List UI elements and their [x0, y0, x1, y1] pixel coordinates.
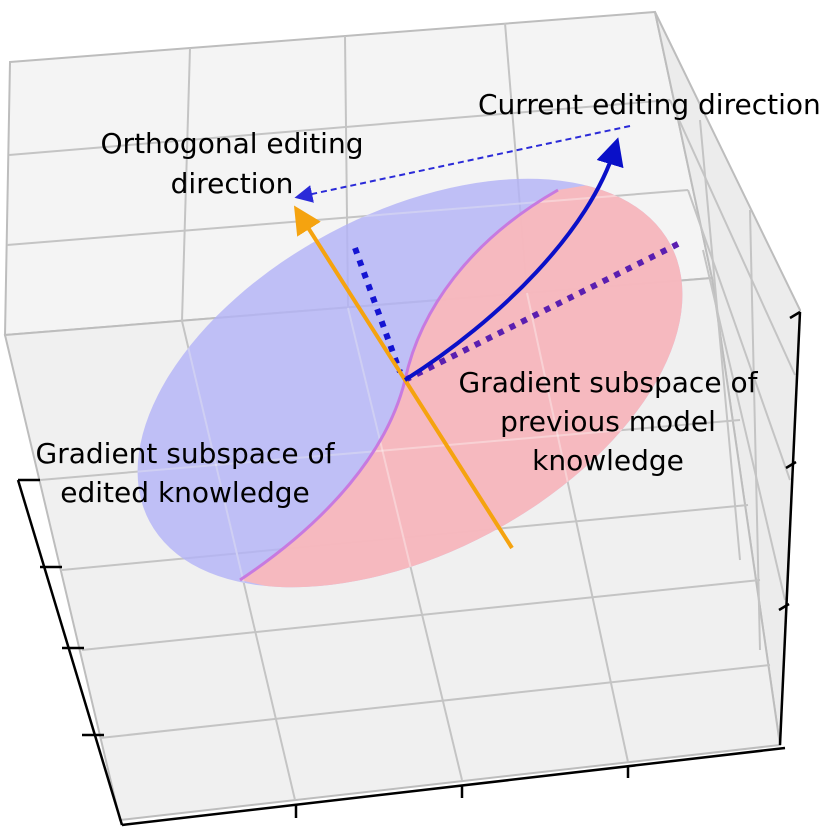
labels: Current editing direction Orthogonal edi…	[36, 88, 821, 509]
right-axis-line	[778, 311, 802, 746]
current-direction-arrow	[403, 137, 624, 382]
edited-subspace-label-line1: Gradient subspace of	[36, 437, 336, 470]
projection-dotted-blue	[352, 246, 403, 374]
current-direction-label: Current editing direction	[478, 88, 821, 121]
previous-subspace-label-line1: Gradient subspace of	[459, 366, 759, 399]
axis-lines	[16, 311, 802, 827]
left-axis-line	[16, 479, 124, 826]
bottom-axis-line	[121, 746, 786, 827]
previous-subspace-label-line2: previous model	[500, 405, 716, 438]
orthogonal-label-line1: Orthogonal editing	[101, 127, 364, 160]
right-grid	[669, 99, 796, 651]
orthogonal-label-line2: direction	[171, 167, 294, 200]
previous-subspace-label-line3: knowledge	[532, 444, 684, 477]
edited-subspace-label-line2: edited knowledge	[60, 476, 309, 509]
axis-ticks	[18, 310, 801, 818]
projection-dashed-arrow	[294, 125, 631, 203]
